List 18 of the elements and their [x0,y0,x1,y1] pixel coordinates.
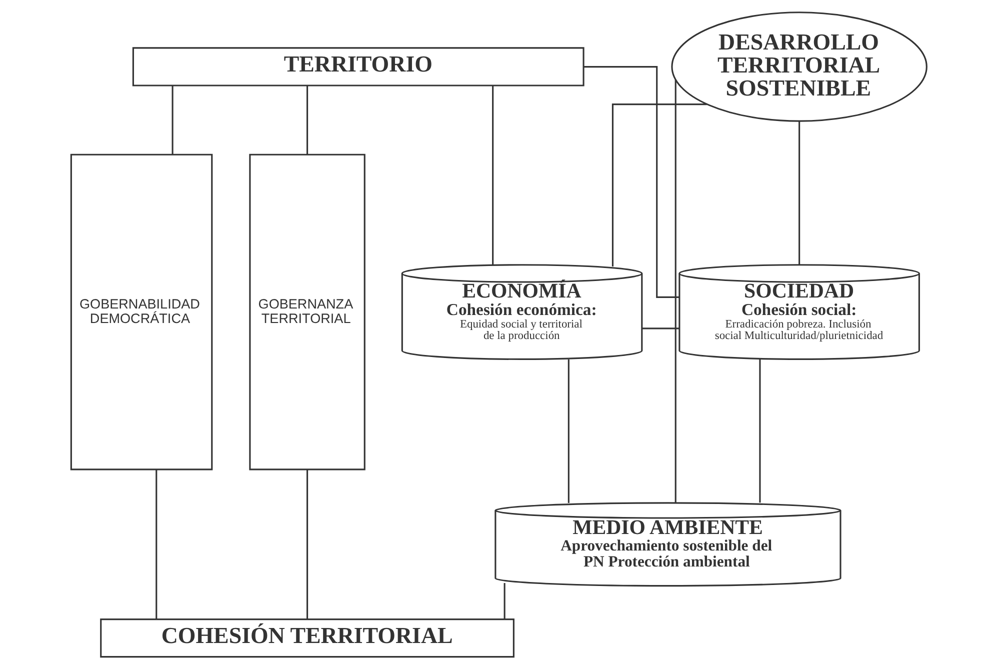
connector [504,583,506,620]
node-box: COHESIÓN TERRITORIAL [100,618,514,658]
connector [642,328,680,330]
connector [306,470,308,619]
connector [674,80,676,503]
node-box: GOBERNABILIDAD DEMOCRÁTICA [70,154,213,470]
connector [612,104,707,266]
connector [172,86,174,155]
connector [156,470,158,619]
connector [798,121,800,264]
connector [306,86,308,155]
connector [568,359,570,503]
node-box: GOBERNANZA TERRITORIAL [249,154,366,470]
connector [492,86,494,264]
connector [759,359,761,503]
connector [584,66,680,298]
node-box: TERRITORIO [132,47,584,86]
node-ellipse: DESARROLLO TERRITORIAL SOSTENIBLE [671,12,928,122]
